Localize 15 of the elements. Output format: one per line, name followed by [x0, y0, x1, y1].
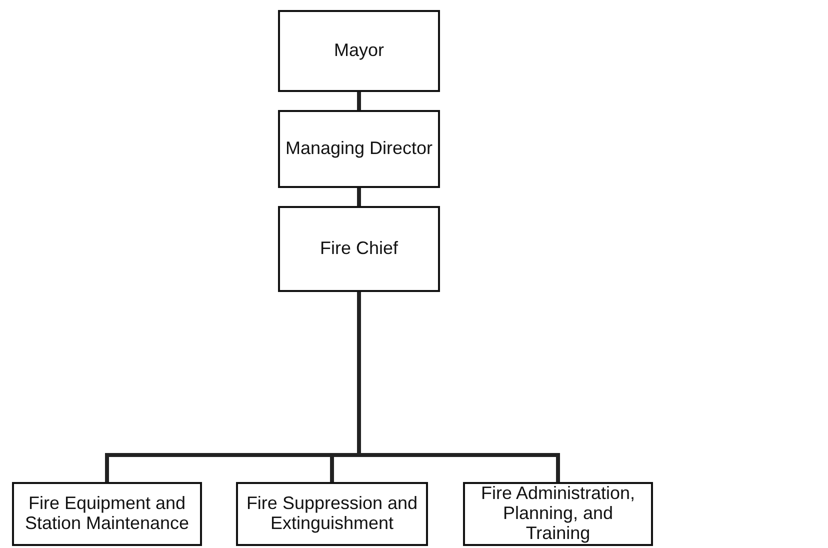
position-title: Fire Chief	[320, 239, 398, 259]
org-box	[278, 110, 440, 188]
org-box	[463, 482, 653, 546]
position-title: Managing Director	[285, 139, 433, 159]
position-title: Fire Administration, Planning, and Training	[480, 484, 636, 544]
org-box	[236, 482, 428, 546]
org-box	[12, 482, 202, 546]
position-title: Mayor	[334, 41, 384, 61]
connector-line	[357, 292, 560, 482]
org-box	[278, 206, 440, 292]
position-title: Fire Suppression and Extinguishment	[245, 494, 419, 534]
position-title: Fire Equipment and Station Maintenance	[24, 494, 190, 534]
org-box	[278, 10, 440, 92]
connector-line	[357, 188, 361, 206]
connector-line	[357, 92, 361, 110]
